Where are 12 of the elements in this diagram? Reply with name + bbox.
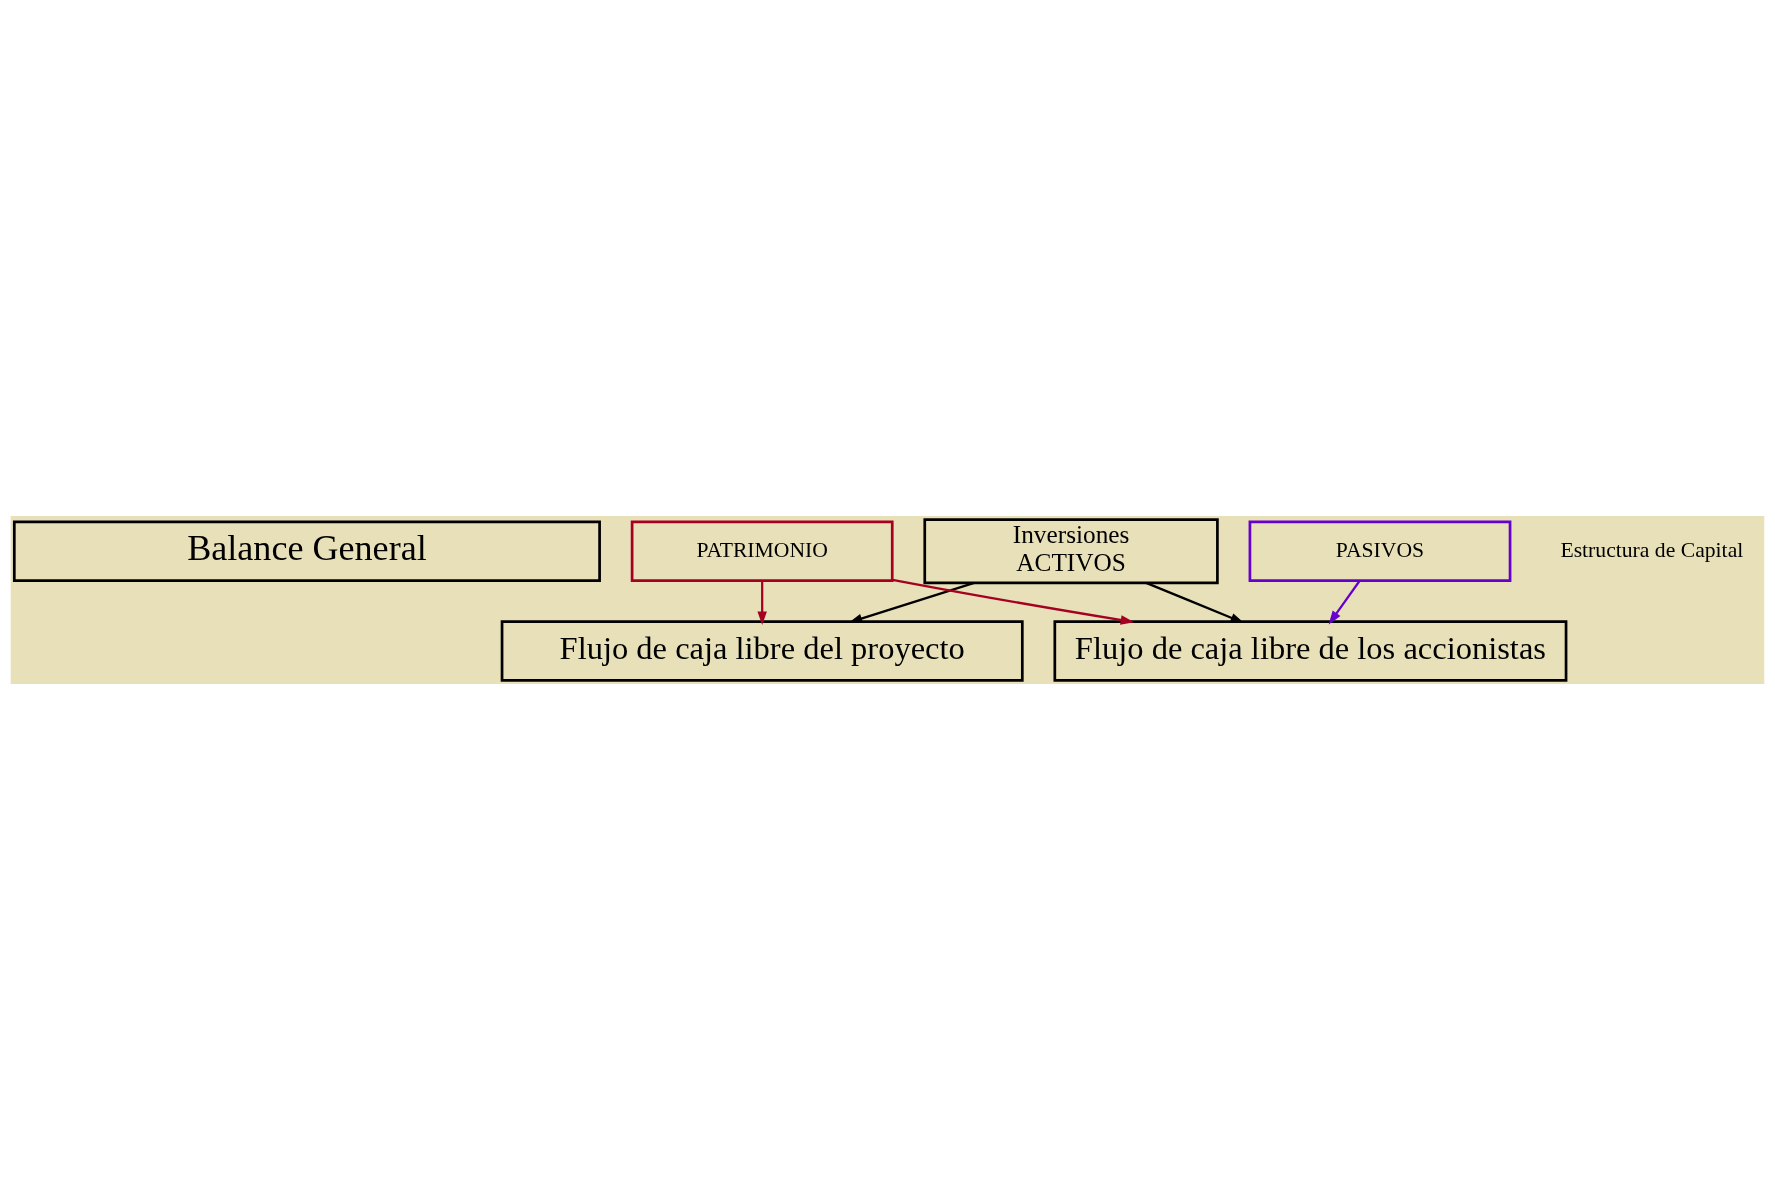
label: Estructura de Capital bbox=[1560, 537, 1744, 562]
node-box: Flujo de caja libre del proyecto bbox=[500, 619, 1024, 682]
arrow bbox=[848, 581, 975, 623]
node-box: Inversiones ACTIVOS bbox=[923, 517, 1219, 584]
arrow bbox=[892, 578, 1135, 625]
node-box: Balance General bbox=[12, 520, 601, 582]
arrow bbox=[1328, 579, 1361, 624]
arrow bbox=[757, 580, 767, 625]
arrow bbox=[1145, 581, 1245, 623]
node-box: PATRIMONIO bbox=[630, 520, 894, 582]
node-box: Flujo de caja libre de los accionistas bbox=[1053, 619, 1568, 682]
node-box: PASIVOS bbox=[1248, 520, 1512, 582]
